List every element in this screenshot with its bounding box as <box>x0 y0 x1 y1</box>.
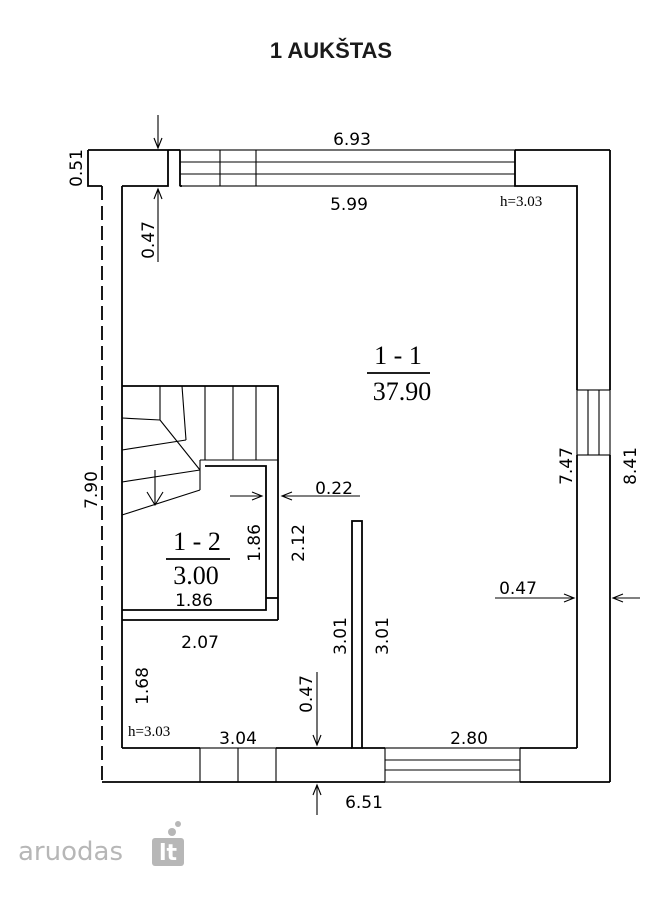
staircase <box>121 385 279 516</box>
partition-walls <box>122 460 363 749</box>
window-top <box>179 149 516 187</box>
aruodas-watermark: aruodas lt <box>18 821 184 867</box>
height-bottom-left: h=3.03 <box>128 724 170 740</box>
window-bottom-left <box>199 747 277 783</box>
outer-walls <box>87 149 611 783</box>
dimension-arrows <box>153 115 640 815</box>
dim-left-wall: 0.47 <box>139 221 159 259</box>
room-area: 3.00 <box>173 561 219 590</box>
room-area: 37.90 <box>373 377 432 406</box>
dim-stair-height: 1.86 <box>245 524 265 562</box>
dim-top-inner: 5.99 <box>330 195 368 215</box>
room-label-1: 1 - 1 37.90 <box>367 341 431 406</box>
dim-partition-left: 3.01 <box>331 617 351 655</box>
dim-partition-right: 3.01 <box>373 617 393 655</box>
dim-left-offset: 0.51 <box>67 149 87 187</box>
watermark-text: aruodas <box>18 837 123 867</box>
plan-title: 1 AUKŠTAS <box>270 38 392 63</box>
dim-bottom-total: 6.51 <box>345 793 383 813</box>
dim-bottom-wall: 0.47 <box>297 675 317 713</box>
dim-left-total: 7.90 <box>82 471 102 509</box>
height-top-right: h=3.03 <box>500 194 542 210</box>
room-number: 1 - 2 <box>173 527 221 556</box>
room-label-2: 1 - 2 3.00 <box>166 527 230 590</box>
dim-top-outer: 6.93 <box>333 130 371 150</box>
window-right <box>576 389 611 456</box>
dim-right-inner: 7.47 <box>557 447 577 485</box>
room-number: 1 - 1 <box>374 341 422 370</box>
dim-bottom-left: 3.04 <box>219 729 257 749</box>
dim-stair-side: 2.12 <box>289 524 309 562</box>
dim-right-wall: 0.47 <box>499 579 537 599</box>
dim-partition: 0.22 <box>315 479 353 499</box>
watermark-badge: lt <box>159 841 178 866</box>
dim-small-room-width: 2.07 <box>181 633 219 653</box>
watermark-badge-icon <box>152 838 184 866</box>
dim-stair-width: 1.86 <box>175 591 213 611</box>
window-bottom-right <box>384 747 521 783</box>
dim-small-room-height: 1.68 <box>133 667 153 705</box>
dim-bottom-right: 2.80 <box>450 729 488 749</box>
dim-right-total: 8.41 <box>621 447 641 485</box>
